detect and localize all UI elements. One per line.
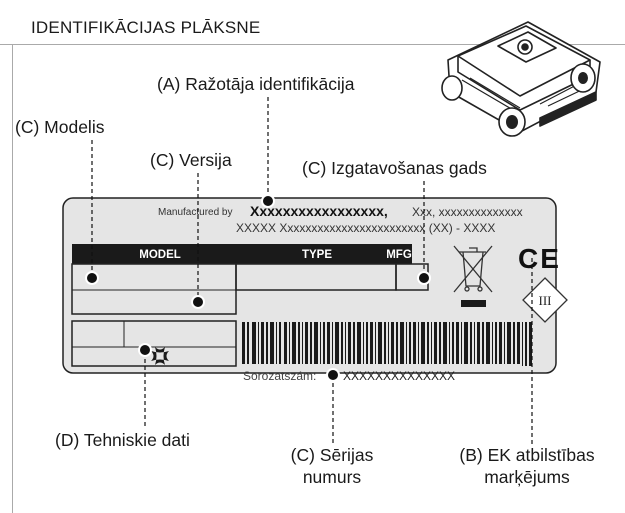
- callout-serial-number: (C) Sērijas numurs: [272, 444, 392, 488]
- ce-mark: CE: [518, 243, 561, 274]
- callout-version: (C) Versija: [150, 150, 232, 170]
- callout-serial-number-line1: (C) Sērijas: [290, 445, 374, 465]
- plate-col-type: TYPE: [302, 249, 332, 261]
- callout-ce-marking-line1: (B) EK atbilstības: [459, 445, 595, 465]
- class-iii-label: III: [539, 293, 552, 308]
- plate-serial-value: XXXXXXXXXXXXXX: [343, 369, 455, 383]
- callout-serial-number-line2: numurs: [302, 467, 362, 487]
- identification-plate: Manufactured by Xxxxxxxxxxxxxxxxx, Xxx, …: [62, 197, 568, 383]
- callout-manufacturer-id: (A) Ražotāja identifikācija: [157, 74, 355, 94]
- callout-ce-marking-line2: marķējums: [484, 467, 570, 487]
- callout-model: (C) Modelis: [15, 117, 105, 137]
- leader-lines: [91, 97, 533, 444]
- frame-left-line: [12, 44, 13, 513]
- class-iii-diamond-icon: III: [522, 277, 568, 323]
- plate-col-model: MODEL: [139, 249, 181, 261]
- brand-star-logo: [151, 347, 169, 365]
- plate-manufactured-by: Manufactured by: [158, 207, 233, 218]
- callout-dots: [85, 194, 431, 382]
- page-title: IDENTIFIKĀCIJAS PLĀKSNE: [31, 18, 261, 37]
- callout-ce-marking: (B) EK atbilstības marķējums: [442, 444, 612, 488]
- callout-manufacture-year: (C) Izgatavošanas gads: [302, 158, 487, 178]
- callout-technical-data: (D) Tehniskie dati: [55, 430, 190, 450]
- barcode: [242, 322, 532, 366]
- weee-bar: [461, 300, 486, 307]
- weee-bin-icon: [453, 245, 493, 293]
- plate-serial-label: Sorozatszám:: [243, 369, 316, 383]
- plate-col-mfg: MFG: [386, 249, 412, 261]
- plate-manufacturer-name: Xxxxxxxxxxxxxxxxx,: [250, 203, 388, 219]
- plate-address-line2: XXXXX Xxxxxxxxxxxxxxxxxxxxxxxx (XX) - XX…: [236, 221, 495, 235]
- robot-mower-illustration: [441, 21, 601, 137]
- plate-address-line1: Xxx, xxxxxxxxxxxxxx: [412, 205, 523, 219]
- frame-top-line: [0, 44, 625, 45]
